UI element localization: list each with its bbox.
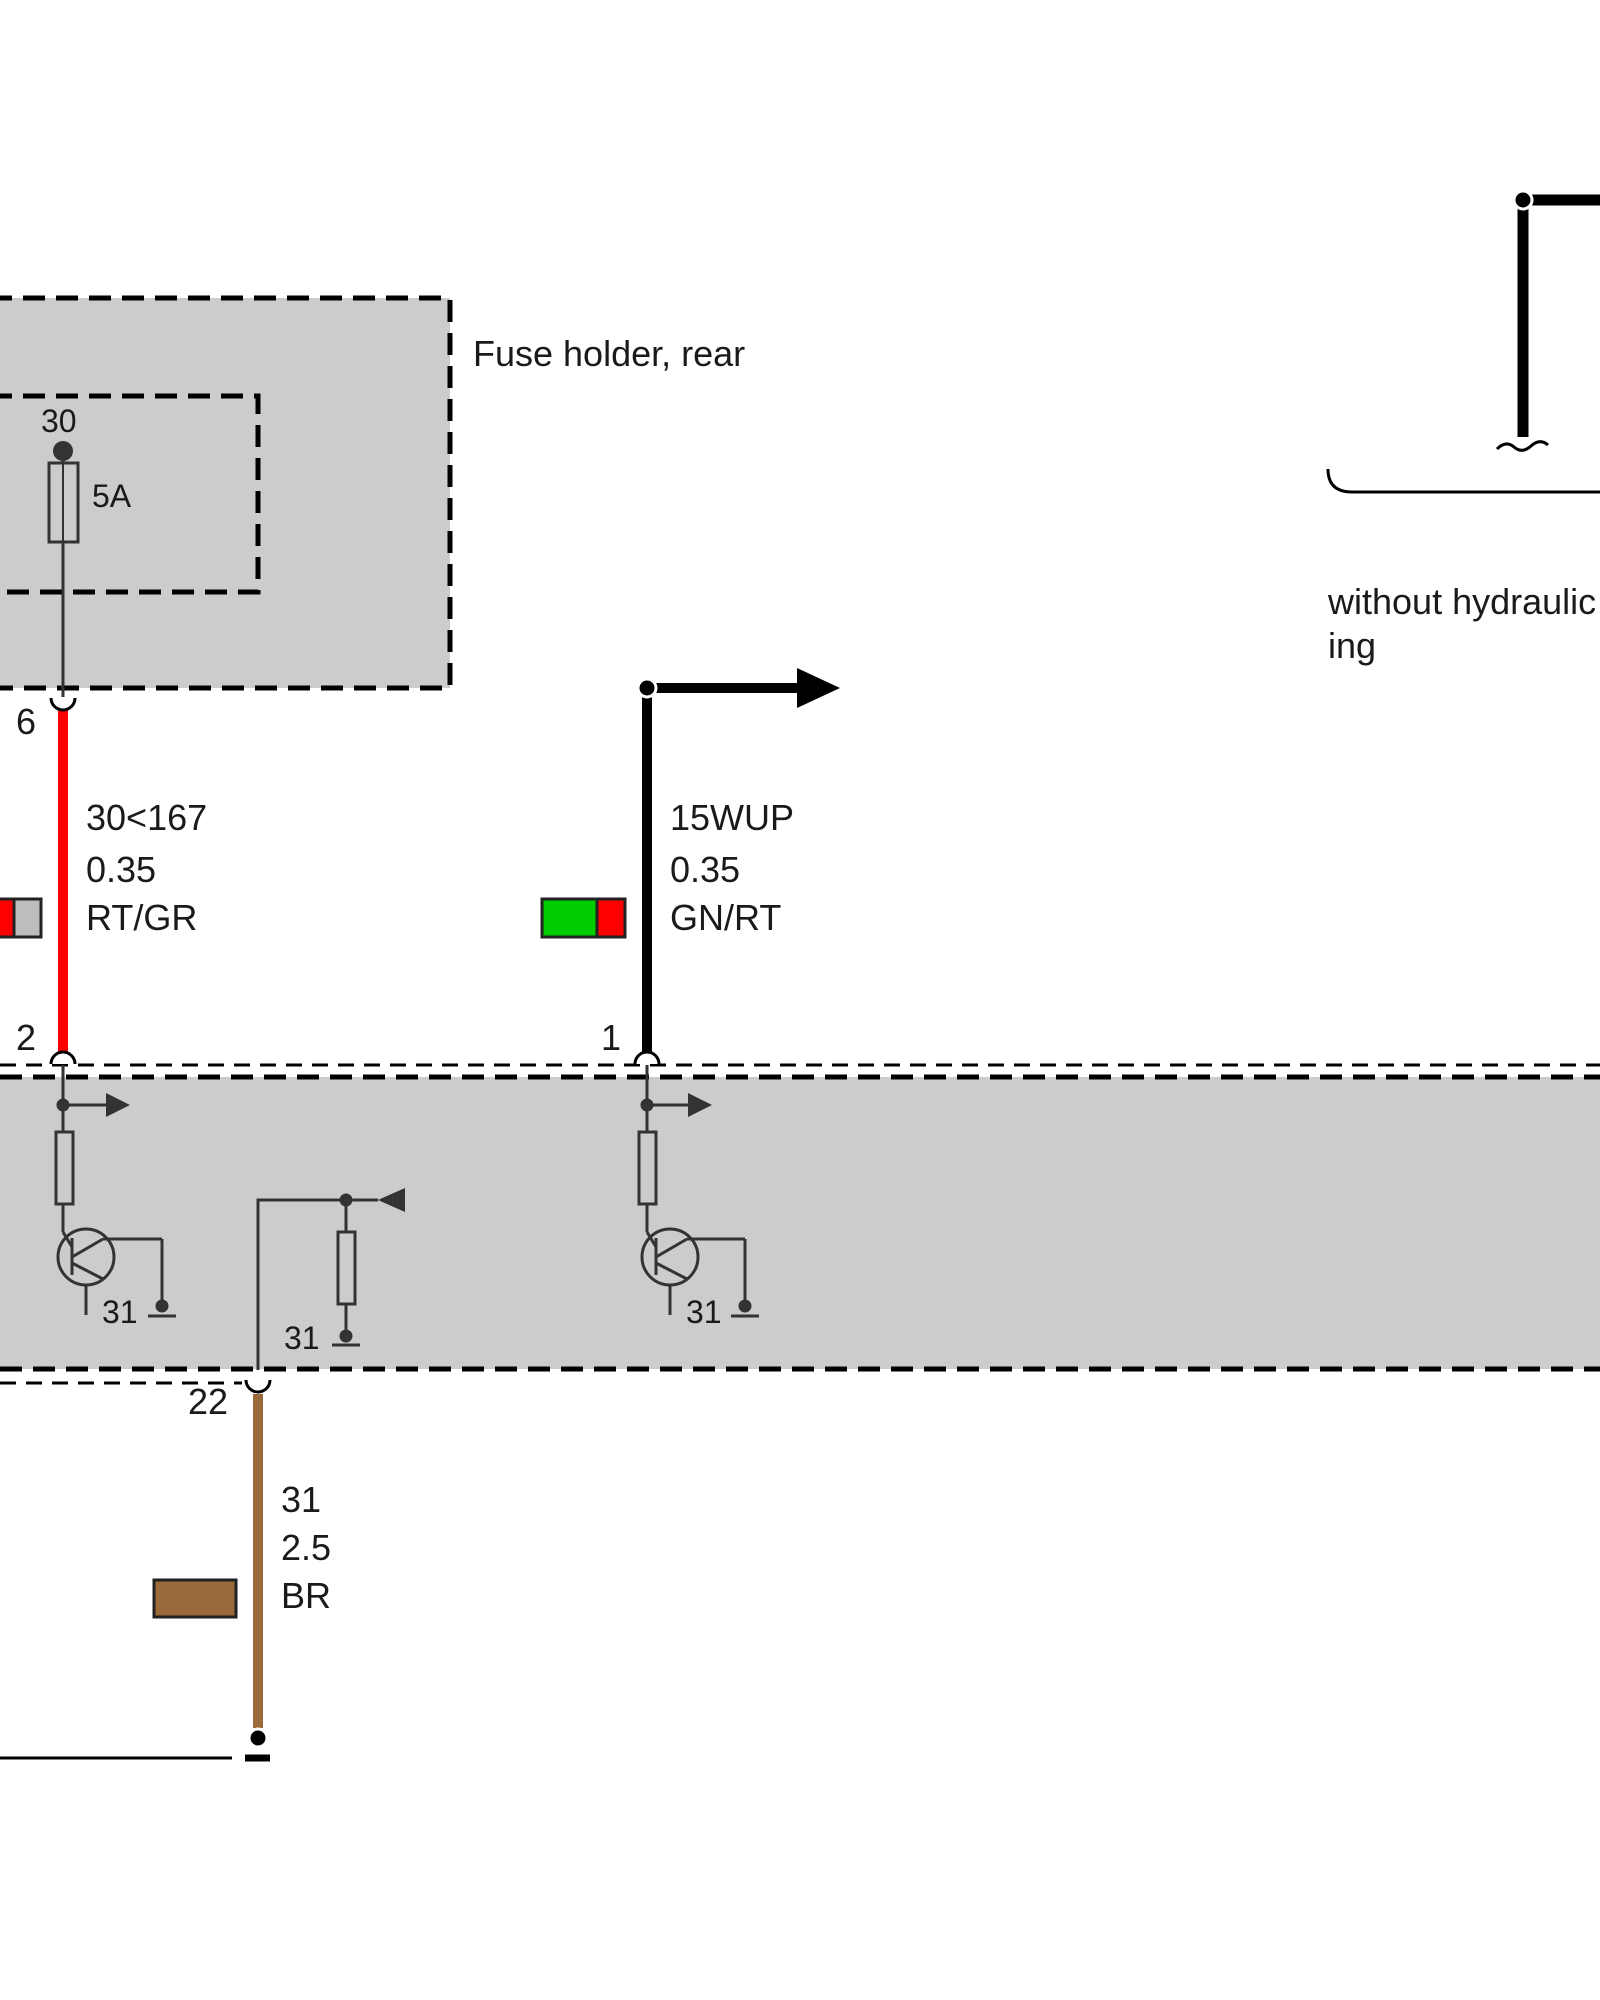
wire-red-color-swatch	[0, 897, 43, 939]
control-module-box	[0, 1077, 1600, 1369]
wire-brown-31[interactable]: 22 31 2.5 BR	[0, 1379, 331, 1762]
wire-black-15wup[interactable]: 15WUP 0.35 GN/RT 1	[540, 668, 840, 1058]
ground-label-right: 31	[686, 1294, 722, 1330]
fuse-rating-label: 5A	[92, 478, 132, 514]
wire-brown-gauge: 2.5	[281, 1527, 331, 1568]
fuse-holder-box	[0, 295, 453, 691]
wire-brown-color-code: BR	[281, 1575, 331, 1616]
wire-black-gauge: 0.35	[670, 849, 740, 890]
ground-label-middle: 31	[284, 1320, 320, 1356]
pin-2-label: 2	[16, 1017, 36, 1058]
input-stage-left	[54, 1065, 176, 1318]
wire-red-30-167[interactable]: 6 30<167 0.35 RT/GR 2	[0, 697, 207, 1058]
wire-brown-color-swatch	[152, 1578, 238, 1619]
arrow-right-icon	[797, 668, 840, 708]
fuse-holder: Fuse holder, rear	[0, 295, 745, 691]
fuse-subbox	[0, 393, 261, 595]
wire-black-signal: 15WUP	[670, 797, 794, 838]
pin-2-connector	[49, 1050, 77, 1065]
wire-red-gauge: 0.35	[86, 849, 156, 890]
pin-1-label: 1	[601, 1017, 621, 1058]
junction-dot	[1512, 189, 1534, 211]
pin-6-label: 6	[16, 701, 36, 742]
pin-22-label: 22	[188, 1381, 228, 1422]
wire-red-color-code: RT/GR	[86, 897, 197, 938]
fuse-holder-label: Fuse holder, rear	[473, 333, 745, 374]
ground-label-left: 31	[102, 1294, 138, 1330]
control-module: 31 31	[0, 1050, 1600, 1385]
wire-green-color-swatch	[540, 897, 627, 939]
junction-dot	[636, 677, 658, 699]
variant-bracket	[1326, 468, 1600, 494]
input-stage-right	[637, 1065, 759, 1318]
ground-junction-dot	[247, 1727, 269, 1749]
wire-brown-signal: 31	[281, 1479, 321, 1520]
wire-break-icon	[1495, 440, 1549, 452]
pull-resistor-middle	[256, 1188, 405, 1370]
wire-red-signal: 30<167	[86, 797, 207, 838]
fuse-5a: 30 5A	[41, 403, 132, 697]
pin-6-connector	[49, 697, 77, 712]
fuse-terminal-label: 30	[41, 403, 77, 439]
pin-22-connector	[244, 1379, 272, 1394]
pin-1-connector	[633, 1050, 661, 1065]
hydraulic-variant: without hydraulic ing	[1326, 189, 1600, 666]
hydraulic-note-line2: ing	[1328, 625, 1376, 666]
wire-black-color-code: GN/RT	[670, 897, 781, 938]
hydraulic-note-line1: without hydraulic	[1327, 581, 1596, 622]
